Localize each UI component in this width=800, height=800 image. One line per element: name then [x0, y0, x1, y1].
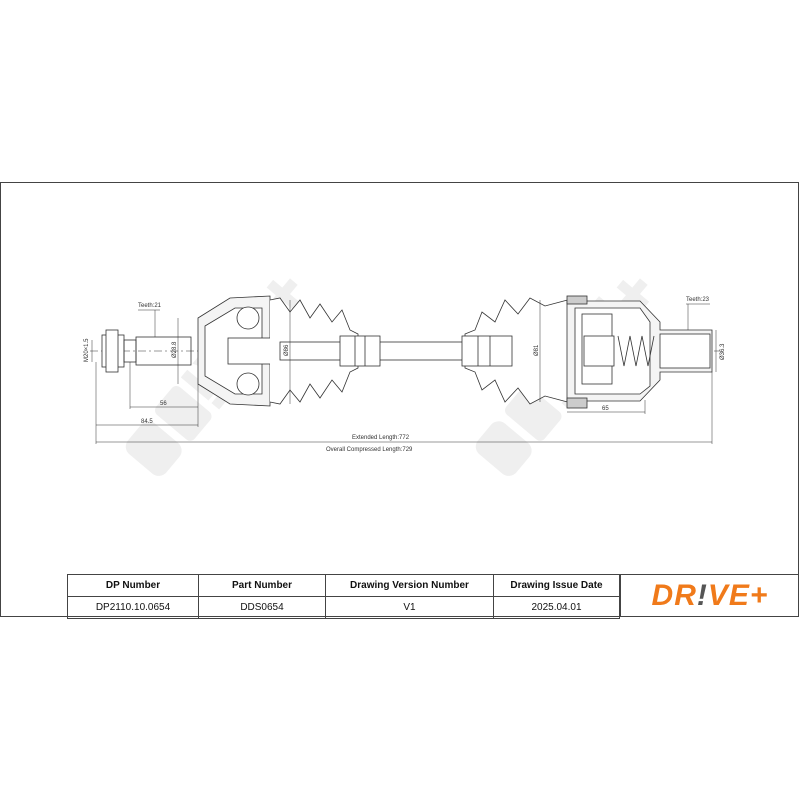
dim-56: 56 [160, 401, 167, 407]
header-issue-date: Drawing Issue Date [493, 574, 620, 597]
dia-left-spline: Ø28.8 [172, 341, 178, 358]
logo-text-dr: DR [651, 578, 697, 612]
header-drawing-version: Drawing Version Number [325, 574, 494, 597]
extended-length: Extended Length:772 [352, 435, 410, 441]
header-part-number: Part Number [198, 574, 326, 597]
dim-84-5: 84.5 [141, 419, 153, 425]
dim-65: 65 [602, 406, 609, 412]
dia-right-boot: Ø81 [534, 344, 540, 356]
header-dp-number: DP Number [67, 574, 199, 597]
logo-text-bang: ! [696, 578, 708, 612]
thread-label: M20×1.5 [84, 338, 90, 362]
teeth-right-label: Teeth:23 [686, 297, 710, 303]
dia-left-boot: Ø86 [284, 344, 290, 356]
drive-logo: DR!VE+ [620, 574, 799, 617]
logo-text-ve: VE+ [707, 578, 769, 612]
title-block: DP Number Part Number Drawing Version Nu… [67, 574, 620, 619]
dp-number-value: DP2110.10.0654 [67, 596, 199, 619]
teeth-left-label: Teeth:21 [138, 303, 162, 309]
dia-right-spline: Ø36.3 [720, 343, 726, 360]
drawing-version-value: V1 [325, 596, 494, 619]
issue-date-value: 2025.04.01 [493, 596, 620, 619]
part-number-value: DDS0654 [198, 596, 326, 619]
compressed-length: Overall Compressed Length:729 [326, 447, 413, 453]
